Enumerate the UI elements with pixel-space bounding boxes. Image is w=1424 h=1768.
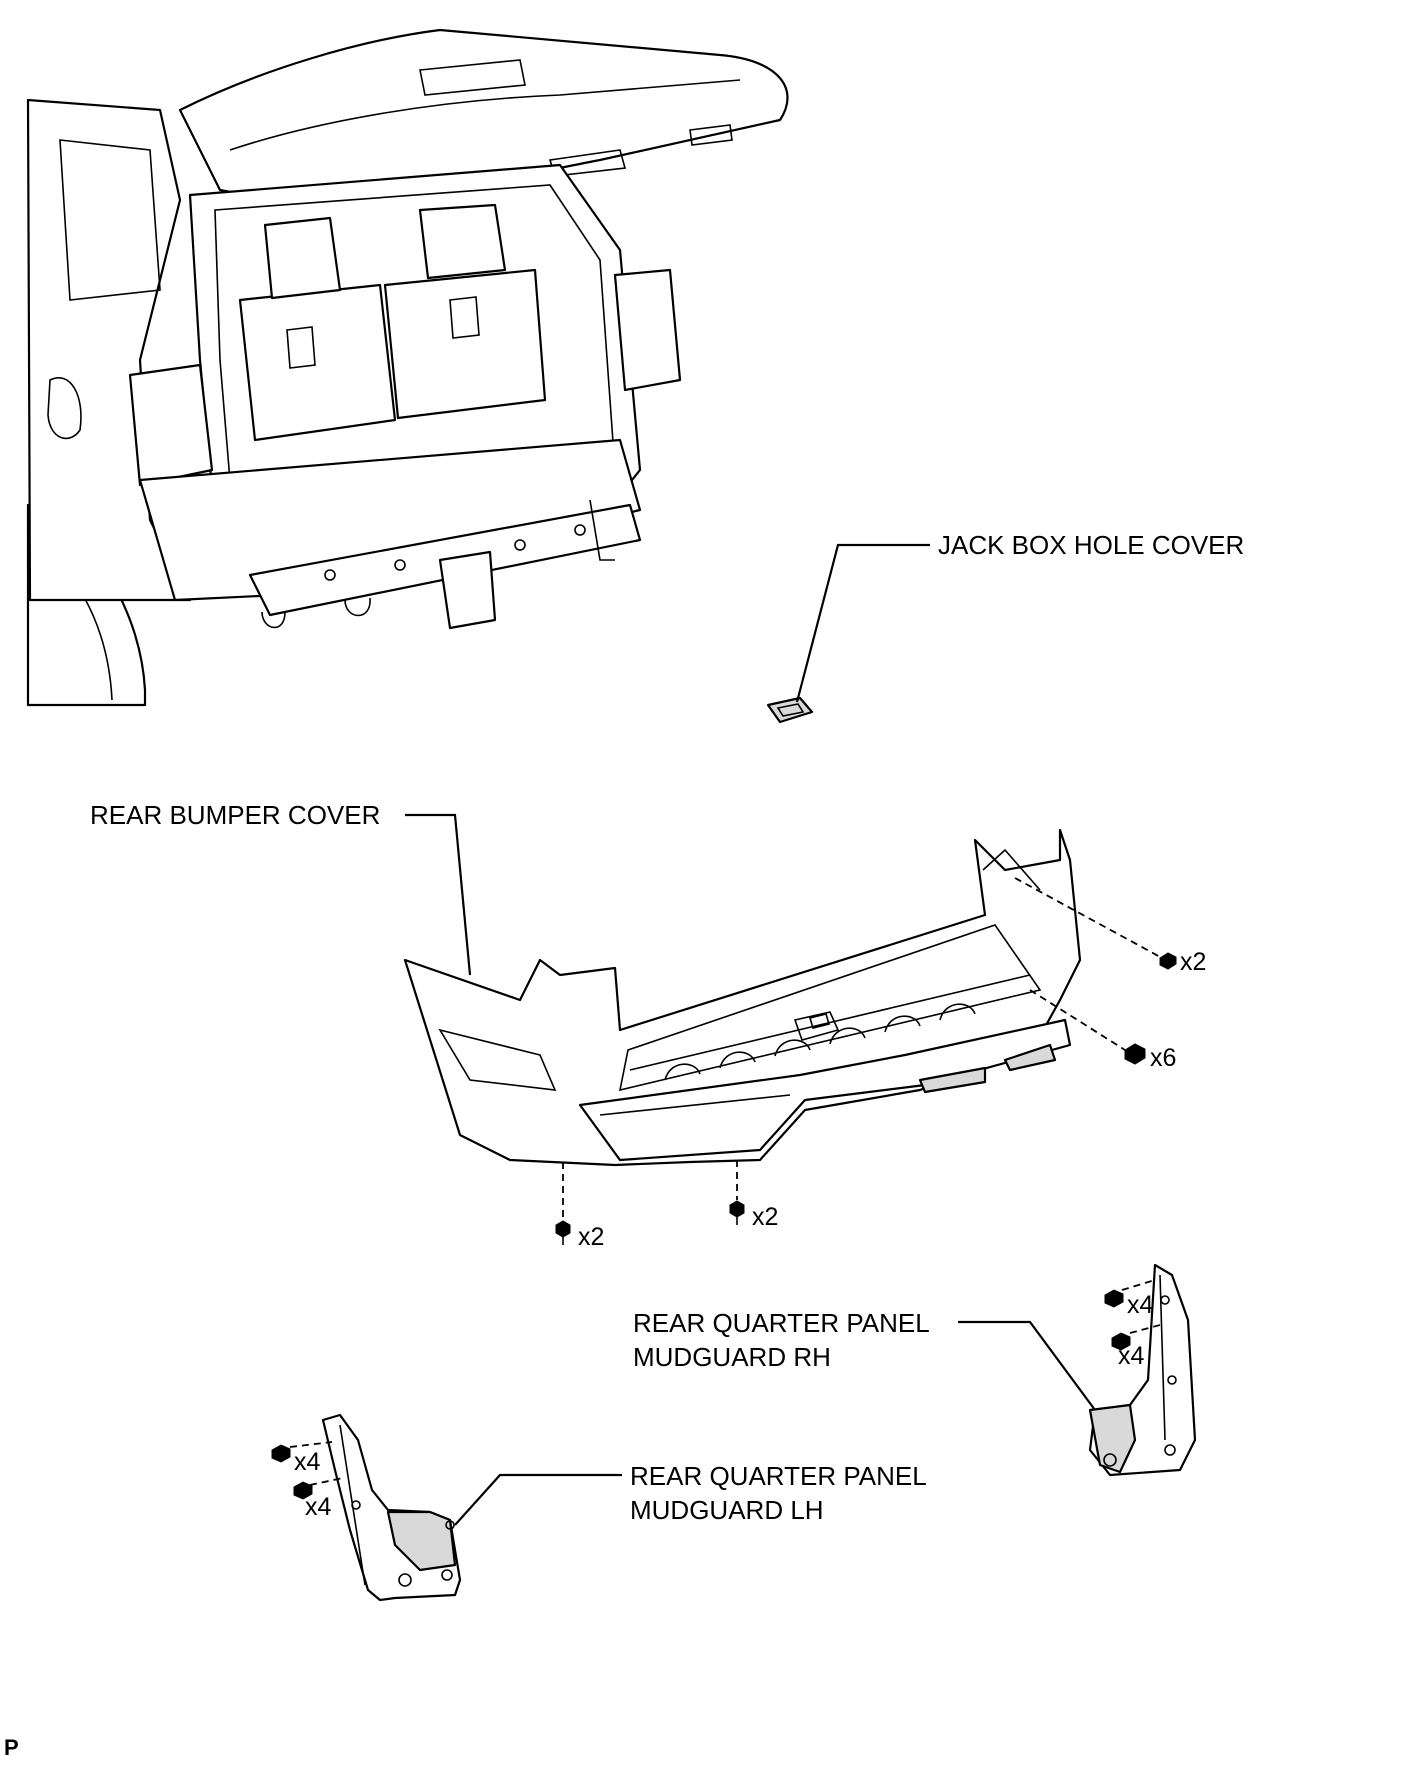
mudguard-lh-label-line1: REAR QUARTER PANEL	[630, 1461, 927, 1491]
bolt-icon	[555, 1220, 571, 1238]
footer-mark: P	[4, 1735, 19, 1760]
mudguard-lh: x4 x4 REAR QUARTER PANEL MUDGUARD LH	[271, 1413, 927, 1602]
mudguard-rh-label-line2: MUDGUARD RH	[633, 1342, 831, 1372]
mudguard-rh-label-line1: REAR QUARTER PANEL	[633, 1308, 930, 1338]
bolt-icon	[1111, 1332, 1131, 1351]
qty-rh-upper: x4	[1127, 1291, 1154, 1319]
qty-bottom-right: x2	[752, 1203, 778, 1231]
bumper-fasteners: x2 x6 x2 x2	[555, 877, 1206, 1251]
mudguard-lh-label-line2: MUDGUARD LH	[630, 1495, 824, 1525]
vehicle-rear-illustration	[26, 28, 789, 707]
bolt-icon	[1159, 952, 1177, 970]
qty-lh-lower: x4	[305, 1493, 332, 1521]
mudguard-lh-leader	[454, 1473, 622, 1526]
bolt-icon	[293, 1481, 313, 1500]
rear-bumper-cover: REAR BUMPER COVER	[90, 800, 1082, 1167]
mudguard-rh-leader	[958, 1320, 1096, 1411]
bolt-icon	[729, 1200, 745, 1218]
mudguard-rh: x4 x4 REAR QUARTER PANEL MUDGUARD RH	[633, 1263, 1197, 1477]
qty-side-lower: x6	[1150, 1044, 1176, 1072]
jack-box-hole-cover: JACK BOX HOLE COVER	[766, 530, 1244, 724]
bolt-icon	[271, 1444, 291, 1463]
qty-bottom-left: x2	[578, 1223, 604, 1251]
rear-bumper-cover-label: REAR BUMPER COVER	[90, 800, 380, 830]
qty-lh-upper: x4	[294, 1448, 321, 1476]
qty-side-upper: x2	[1180, 948, 1206, 976]
bolt-icon	[1104, 1289, 1124, 1308]
qty-rh-lower: x4	[1118, 1342, 1145, 1370]
rear-bumper-cover-leader	[405, 813, 472, 976]
jack-box-hole-cover-label: JACK BOX HOLE COVER	[938, 530, 1244, 560]
jack-box-leader	[795, 543, 930, 703]
